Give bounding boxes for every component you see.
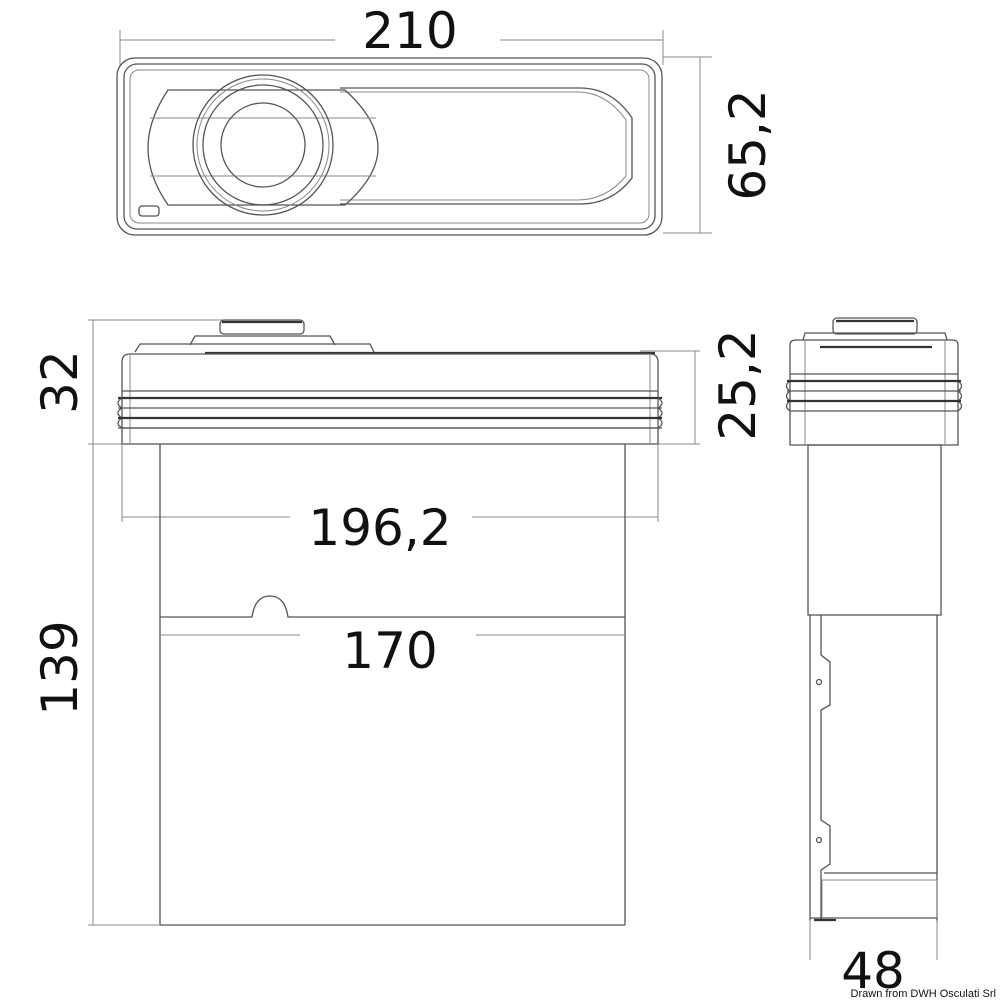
side-view: 48	[785, 317, 963, 1000]
top-view: 32 25,2 196,2	[31, 319, 767, 926]
dim-front-height: 65,2	[719, 89, 777, 200]
dim-side-width: 48	[841, 942, 905, 1000]
dim-flange-width: 196,2	[308, 499, 451, 557]
dim-top-height: 32	[31, 350, 89, 414]
led-indicator-icon	[138, 205, 160, 217]
dim-body-depth: 139	[31, 620, 89, 715]
credit-text: Drawn from DWH Osculati Srl	[851, 988, 996, 1000]
dim-front-width: 210	[362, 2, 457, 60]
front-view: 210 65,2	[116, 2, 777, 236]
dim-body-width: 170	[342, 622, 437, 680]
dim-flange-height: 25,2	[709, 329, 767, 440]
